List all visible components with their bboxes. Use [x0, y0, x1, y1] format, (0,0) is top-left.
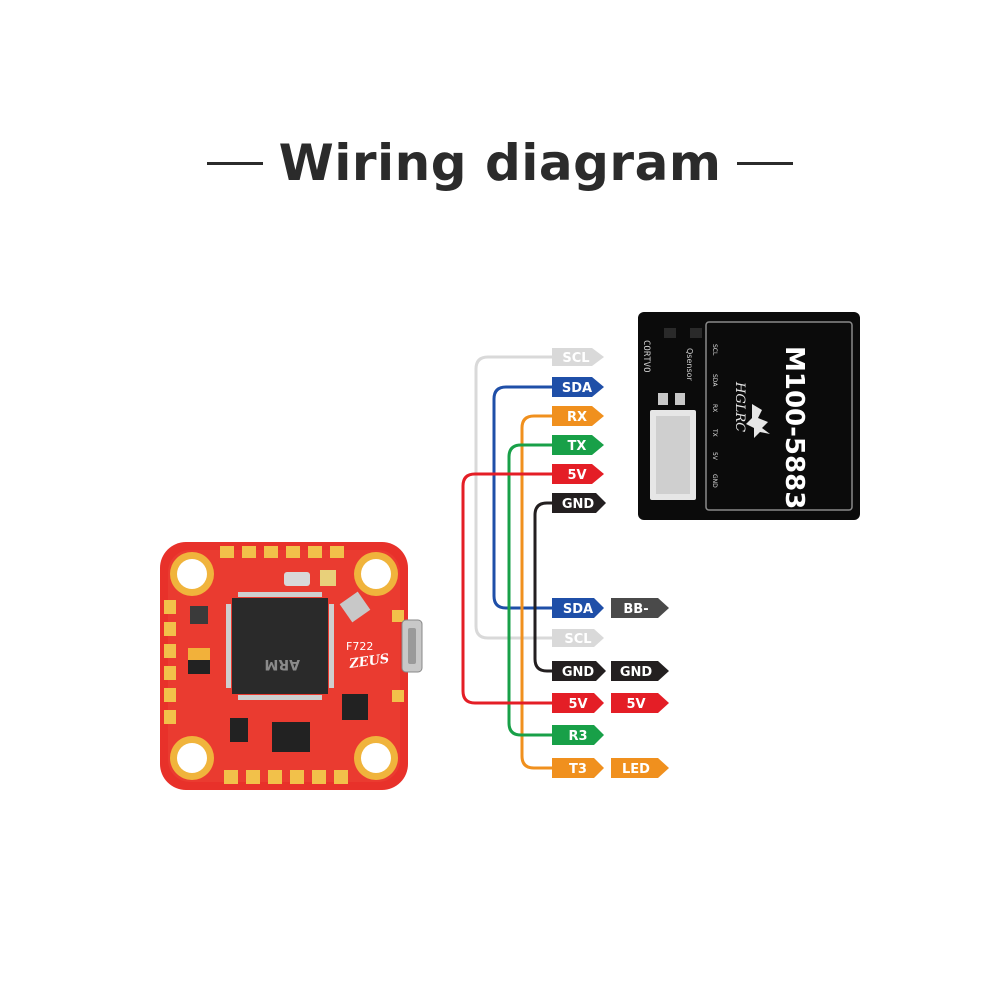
- fc-pin-sda-shape: [552, 598, 604, 618]
- fc-pin-5v: 5V 5V: [552, 693, 669, 713]
- gps-pad-label-5v: 5V: [711, 452, 718, 461]
- fc-arrow-led-text: LED: [622, 762, 650, 777]
- gps-label-rx: RX: [552, 406, 604, 426]
- fc-pin-sda-text: SDA: [563, 602, 593, 617]
- title-line-left: [206, 161, 263, 165]
- wire-5v: [461, 472, 552, 705]
- gps-label-gnd-text: GND: [562, 497, 595, 512]
- fc-pin-r3-shape: [552, 725, 604, 745]
- fc-pin-5v-shape: [552, 693, 604, 713]
- fc-arrow-5v-text: 5V: [626, 697, 645, 712]
- gps-pad-1: [664, 328, 676, 338]
- fc-mcu-pins: [226, 592, 334, 700]
- wire-scl: [474, 355, 552, 640]
- gps-pad-label-scl: SCL: [711, 344, 718, 356]
- gps-pad-label-sda: SDA: [711, 374, 718, 387]
- gps-label-tx-shape: [552, 435, 604, 455]
- fc-pin-scl-shape: [552, 629, 604, 647]
- fc-pin-gnd-text: GND: [562, 665, 595, 680]
- fc-pin-r3-text: R3: [568, 729, 587, 744]
- fc-pin-r3: R3: [552, 725, 604, 745]
- fc-arrow-bb-text: BB-: [623, 602, 648, 617]
- fc-mount-hole-bl-inner: [177, 743, 207, 773]
- fc-flash-chip: [272, 722, 310, 752]
- gps-label-gnd-shape: [552, 493, 606, 513]
- fc-arrow-bb-shape: [611, 598, 669, 618]
- gps-label-gnd: GND: [552, 493, 606, 513]
- gps-pad-2: [690, 328, 702, 338]
- flight-controller: ARM F722 ZEUS: [160, 542, 423, 790]
- fc-arrow-led-shape: [611, 758, 669, 778]
- gps-label-rx-shape: [552, 406, 604, 426]
- fc-pin-gnd-shape: [552, 661, 606, 681]
- fc-usb-port-inner: [408, 628, 416, 664]
- gps-label-scl-shape: [552, 348, 604, 366]
- gps-chip-text-1: CORTVO: [641, 340, 651, 373]
- title-line-right: [737, 161, 794, 165]
- gps-wire-labels: SCL SDA RX TX 5V GND: [552, 348, 606, 513]
- fc-arrow-gnd-text: GND: [620, 665, 653, 680]
- fc-chip-text: ARM: [264, 656, 300, 672]
- wire-tx: [507, 443, 552, 737]
- gps-pad-label-gnd: GND: [711, 474, 718, 488]
- page-title: Wiring diagram: [278, 134, 722, 192]
- fc-capacitor-band: [188, 648, 210, 660]
- fc-mount-hole-tl-inner: [177, 559, 207, 589]
- gps-chip-text-2: Qsensor: [685, 348, 694, 382]
- fc-tilted-part: [339, 591, 371, 623]
- gps-brand-logo: [746, 404, 770, 438]
- title-block: Wiring diagram: [0, 128, 1000, 198]
- gps-label-scl: SCL: [552, 348, 604, 366]
- gps-model-text: M100-5883: [779, 346, 809, 509]
- fc-bottom-pads: [224, 770, 348, 784]
- wire-sda: [492, 385, 552, 610]
- fc-pin-t3-text: T3: [569, 762, 587, 777]
- fc-model-text: F722: [346, 640, 373, 653]
- fc-mount-hole-br-inner: [361, 743, 391, 773]
- gps-pad-4: [675, 393, 685, 405]
- fc-left-pads: [164, 600, 176, 724]
- gps-label-5v-shape: [552, 464, 604, 484]
- fc-gyro-chip: [342, 694, 368, 720]
- fc-brand-text: ZEUS: [347, 652, 390, 673]
- fc-top-pads: [220, 546, 344, 558]
- wires: [461, 355, 552, 770]
- gps-pad-label-tx: TX: [711, 428, 718, 437]
- fc-arrow-gnd-shape: [611, 661, 669, 681]
- fc-pin-t3: T3 LED: [552, 758, 669, 778]
- gps-label-sda: SDA: [552, 377, 604, 397]
- fc-mount-hole-tr-inner: [361, 559, 391, 589]
- fc-pin-sda: SDA BB-: [552, 598, 669, 618]
- gps-label-5v: 5V: [552, 464, 604, 484]
- gps-label-sda-shape: [552, 377, 604, 397]
- gps-brand-text: HGLRC: [732, 381, 747, 432]
- fc-pin-scl: SCL: [552, 629, 604, 647]
- fc-pin-gnd: GND GND: [552, 661, 669, 681]
- gps-label-rx-text: RX: [567, 410, 587, 425]
- gps-label-sda-text: SDA: [562, 381, 592, 396]
- gps-label-tx: TX: [552, 435, 604, 455]
- fc-right-pads: [392, 610, 404, 702]
- gps-label-5v-text: 5V: [567, 468, 586, 483]
- wire-gnd: [533, 501, 552, 673]
- gps-pad-label-rx: RX: [711, 404, 718, 412]
- fc-pin-scl-text: SCL: [564, 632, 591, 647]
- fc-pin-5v-text: 5V: [568, 697, 587, 712]
- fc-regulator: [230, 718, 248, 742]
- fc-mcu-chip: [232, 598, 328, 694]
- fc-pin-labels: SDA BB- SCL GND GND 5V 5V R3 T3 L: [552, 598, 669, 778]
- fc-baro-chip: [190, 606, 208, 624]
- fc-button: [320, 570, 336, 586]
- gps-inner-frame: [705, 321, 853, 511]
- gps-module: CORTVO Qsensor SCL SDA RX TX 5V GND HGLR…: [638, 312, 860, 520]
- wire-rx: [520, 414, 552, 770]
- fc-crystal: [284, 572, 310, 586]
- gps-connector-inner: [656, 416, 690, 494]
- gps-label-tx-text: TX: [568, 439, 587, 454]
- gps-pad-3: [658, 393, 668, 405]
- fc-pin-t3-shape: [552, 758, 604, 778]
- gps-label-scl-text: SCL: [562, 351, 589, 366]
- fc-arrow-5v-shape: [611, 693, 669, 713]
